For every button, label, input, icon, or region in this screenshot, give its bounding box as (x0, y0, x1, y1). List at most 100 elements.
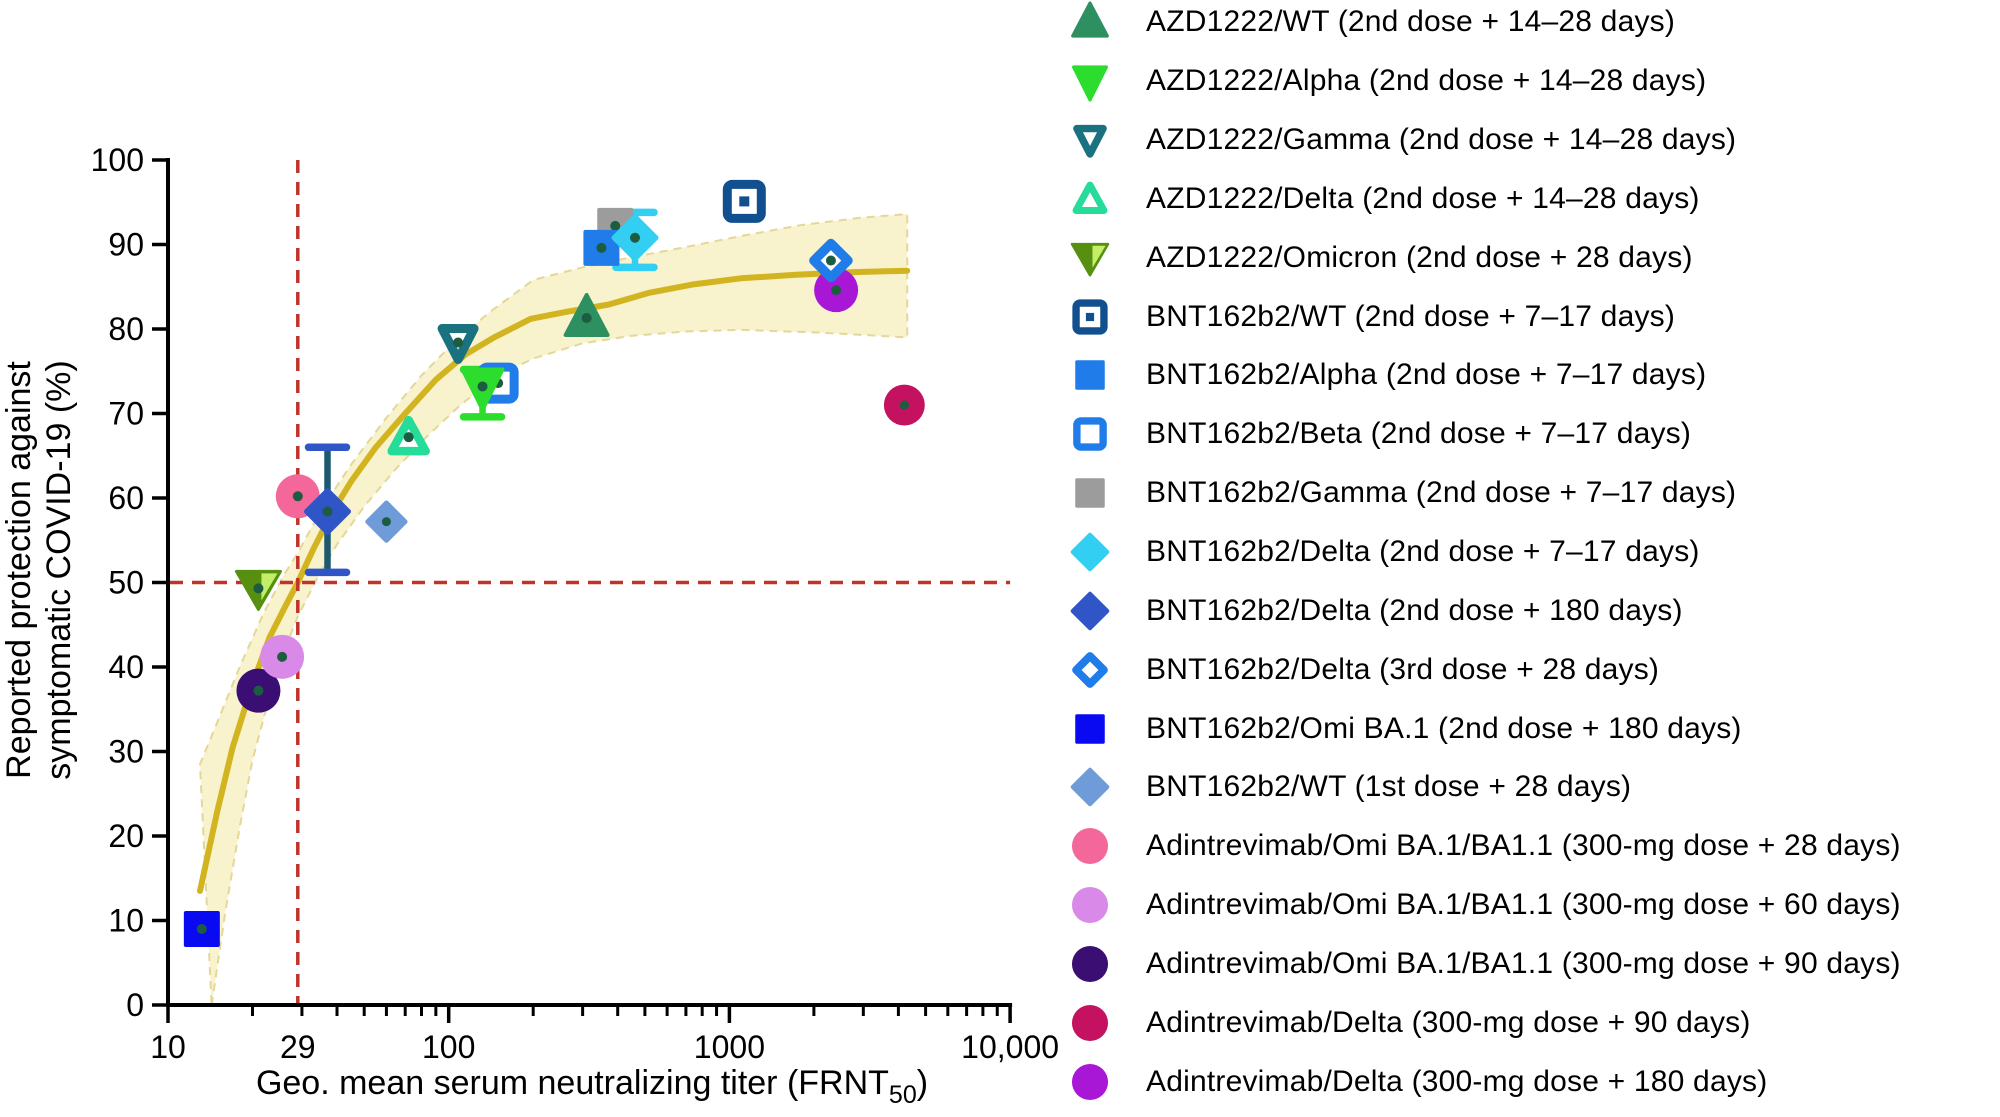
legend-label: BNT162b2/Gamma (2nd dose + 7–17 days) (1146, 476, 1737, 510)
legend-item-adin_omi_28: Adintrevimab/Omi BA.1/BA1.1 (300-mg dose… (1060, 817, 2000, 876)
legend-item-adin_omi_90: Adintrevimab/Omi BA.1/BA1.1 (300-mg dose… (1060, 935, 2000, 994)
legend-item-adin_omi_60: Adintrevimab/Omi BA.1/BA1.1 (300-mg dose… (1060, 876, 2000, 935)
diamond-icon (1060, 583, 1120, 639)
legend-item-azd_wt: AZD1222/WT (2nd dose + 14–28 days) (1060, 0, 2000, 52)
data-point-bnt_wt_2nd (722, 179, 766, 223)
data-point-bnt_alpha (583, 229, 620, 266)
square-open-icon (1060, 406, 1120, 462)
confidence-band-area (198, 213, 909, 1006)
legend-label: BNT162b2/Alpha (2nd dose + 7–17 days) (1146, 358, 1707, 392)
circle-icon (1060, 995, 1120, 1051)
legend-item-azd_omicron: AZD1222/Omicron (2nd dose + 28 days) (1060, 228, 2000, 287)
circle-icon (1060, 818, 1120, 874)
y-tick-label: 100 (91, 142, 144, 178)
y-tick-label: 30 (108, 734, 144, 770)
y-tick-label: 80 (108, 311, 144, 347)
legend-item-bnt_alpha: BNT162b2/Alpha (2nd dose + 7–17 days) (1060, 346, 2000, 405)
legend-label: BNT162b2/Delta (2nd dose + 180 days) (1146, 593, 1683, 627)
data-point-adin_delta_90 (1071, 1004, 1109, 1041)
x-tick-label-29: 29 (280, 1029, 316, 1065)
triangle-down-split-icon (1060, 230, 1120, 286)
legend-item-bnt_beta: BNT162b2/Beta (2nd dose + 7–17 days) (1060, 405, 2000, 464)
legend-label: BNT162b2/WT (2nd dose + 7–17 days) (1146, 299, 1676, 333)
y-tick-label: 10 (108, 903, 144, 939)
data-point-bnt_beta (1073, 417, 1107, 452)
x-tick-label: 10,000 (961, 1029, 1059, 1065)
legend-label: BNT162b2/Delta (3rd dose + 28 days) (1146, 652, 1660, 686)
legend-label: AZD1222/Omicron (2nd dose + 28 days) (1146, 240, 1693, 274)
legend-item-azd_delta: AZD1222/Delta (2nd dose + 14–28 days) (1060, 170, 2000, 229)
diamond-icon (1060, 759, 1120, 815)
data-point-azd_wt (563, 293, 610, 338)
legend: AZD1222/WT (2nd dose + 14–28 days) AZD122… (1060, 0, 2000, 1111)
data-point-bnt_delta_180 (1070, 591, 1110, 631)
data-point-bnt_wt_1st (365, 500, 408, 543)
y-tick-label: 70 (108, 396, 144, 432)
square-icon (1060, 347, 1120, 403)
y-axis-title-line1: Reported protection against (0, 361, 38, 779)
legend-item-bnt_omi_180: BNT162b2/Omi BA.1 (2nd dose + 180 days) (1060, 699, 2000, 758)
legend-item-adin_delta_180: Adintrevimab/Delta (300-mg dose + 180 da… (1060, 1052, 2000, 1111)
legend-label: AZD1222/Gamma (2nd dose + 14–28 days) (1146, 123, 1737, 157)
reference-lines (170, 160, 1011, 1004)
data-point-azd_delta (387, 415, 430, 456)
data-point-bnt_gamma (1075, 478, 1105, 508)
diamond-open-icon (1060, 642, 1120, 698)
data-point-adin_delta_180 (1071, 1063, 1109, 1100)
triangle-down-open-icon (1060, 112, 1120, 168)
legend-item-azd_alpha: AZD1222/Alpha (2nd dose + 14–28 days) (1060, 52, 2000, 111)
data-point-adin_omi_60 (1071, 887, 1109, 924)
circle-icon (1060, 1054, 1120, 1110)
triangle-up-icon (1060, 0, 1120, 50)
circle-icon (1060, 877, 1120, 933)
legend-label: Adintrevimab/Omi BA.1/BA1.1 (300-mg dose… (1146, 946, 1901, 980)
data-point-bnt_alpha (1075, 360, 1105, 391)
data-point-bnt_wt_2nd (1072, 299, 1108, 335)
x-tick-label: 10 (150, 1029, 186, 1065)
diamond-icon (1060, 524, 1120, 580)
data-point-bnt_omi_180 (183, 910, 220, 947)
data-point-bnt_delta_3rd (809, 238, 853, 283)
legend-label: Adintrevimab/Omi BA.1/BA1.1 (300-mg dose… (1146, 829, 1901, 863)
data-point-azd_gamma (1073, 124, 1107, 158)
square-open-dot-icon (1060, 289, 1120, 345)
legend-item-bnt_delta_3rd: BNT162b2/Delta (3rd dose + 28 days) (1060, 640, 2000, 699)
square-icon (1060, 701, 1120, 757)
data-point-bnt_delta_717 (611, 214, 659, 262)
legend-label: AZD1222/Alpha (2nd dose + 14–28 days) (1146, 64, 1707, 98)
x-tick-label: 100 (422, 1029, 475, 1065)
legend-label: AZD1222/WT (2nd dose + 14–28 days) (1146, 5, 1676, 39)
y-tick-label: 90 (108, 227, 144, 263)
y-tick-label: 40 (108, 649, 144, 685)
data-point-adin_omi_90 (1071, 945, 1109, 982)
legend-item-bnt_wt_2nd: BNT162b2/WT (2nd dose + 7–17 days) (1060, 287, 2000, 346)
data-point-azd_gamma (437, 324, 479, 365)
confidence-band (198, 213, 909, 1006)
data-points (183, 179, 925, 947)
legend-label: BNT162b2/Delta (2nd dose + 7–17 days) (1146, 535, 1700, 569)
data-point-bnt_delta_717 (1070, 532, 1110, 572)
legend-label: Adintrevimab/Omi BA.1/BA1.1 (300-mg dose… (1146, 888, 1901, 922)
legend-item-bnt_gamma: BNT162b2/Gamma (2nd dose + 7–17 days) (1060, 464, 2000, 523)
triangle-down-icon (1060, 53, 1120, 109)
y-tick-label: 20 (108, 818, 144, 854)
legend-item-bnt_delta_180: BNT162b2/Delta (2nd dose + 180 days) (1060, 581, 2000, 640)
y-tick-label: 0 (126, 987, 144, 1023)
circle-icon (1060, 936, 1120, 992)
x-tick-label: 1000 (694, 1029, 765, 1065)
y-tick-label: 50 (108, 565, 144, 601)
legend-item-bnt_delta_717: BNT162b2/Delta (2nd dose + 7–17 days) (1060, 523, 2000, 582)
data-point-adin_omi_60 (260, 634, 305, 679)
data-point-azd_alpha (1071, 65, 1109, 102)
data-point-azd_alpha (460, 367, 505, 412)
legend-label: Adintrevimab/Delta (300-mg dose + 180 da… (1146, 1064, 1768, 1098)
data-point-adin_omi_90 (236, 668, 281, 713)
triangle-up-open-icon (1060, 171, 1120, 227)
data-point-azd_omicron (234, 569, 282, 611)
y-tick-label: 60 (108, 480, 144, 516)
x-axis-title: Geo. mean serum neutralizing titer (FRNT… (256, 1064, 928, 1109)
y-axis-title-line2: symptomatic COVID-19 (%) (40, 360, 78, 779)
